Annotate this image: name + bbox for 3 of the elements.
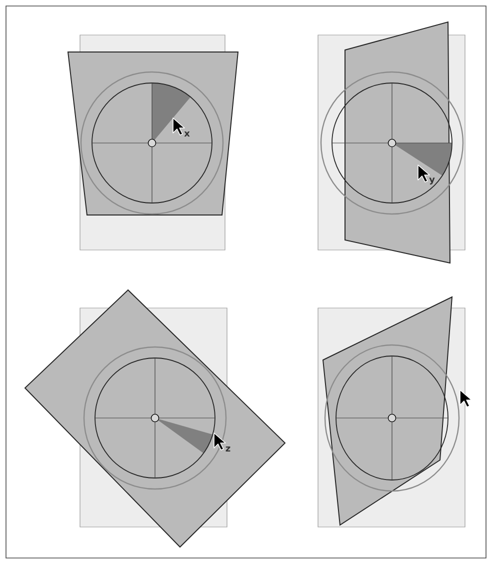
axis-letter: z — [226, 446, 230, 452]
axis-letter: x — [184, 132, 190, 136]
axis-letter: y — [429, 178, 435, 184]
